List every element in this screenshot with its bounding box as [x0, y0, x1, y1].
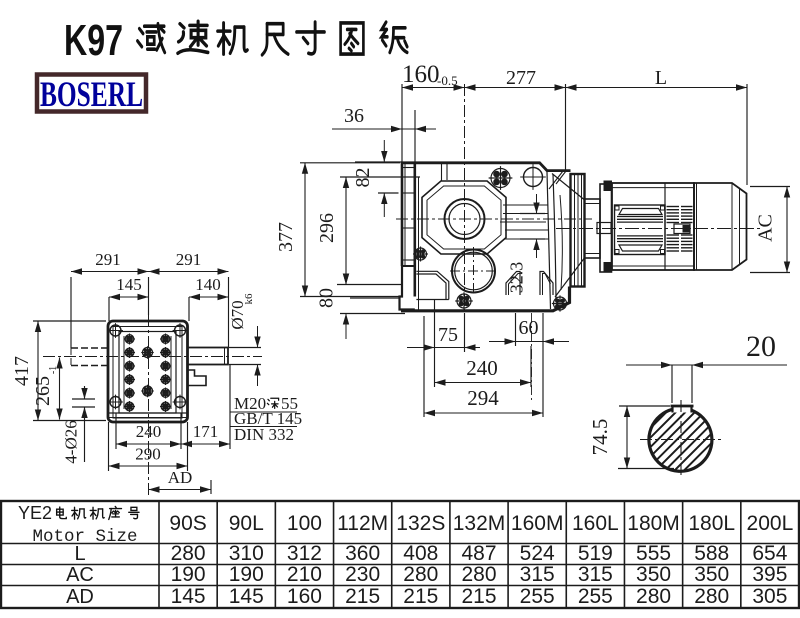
svg-text:140: 140 [195, 275, 221, 294]
svg-text:240: 240 [466, 356, 498, 380]
svg-text:BOSERL: BOSERL [40, 74, 143, 114]
svg-text:255: 255 [520, 585, 555, 608]
svg-text:280: 280 [461, 563, 496, 586]
svg-text:20: 20 [746, 330, 776, 363]
svg-text:32.3: 32.3 [507, 262, 527, 294]
svg-text:277: 277 [506, 67, 536, 89]
svg-text:265: 265 [32, 376, 54, 406]
svg-text:74.5: 74.5 [588, 419, 612, 456]
svg-text:-1: -1 [48, 366, 59, 374]
svg-text:GB/T 145: GB/T 145 [234, 409, 302, 428]
svg-text:200L: 200L [747, 512, 794, 535]
svg-text:180L: 180L [688, 512, 735, 535]
svg-text:L: L [74, 543, 85, 565]
svg-text:90S: 90S [169, 512, 206, 535]
svg-text:417: 417 [11, 356, 33, 386]
svg-text:160L: 160L [572, 512, 619, 535]
svg-text:294: 294 [467, 386, 499, 410]
svg-text:YE2: YE2 [18, 503, 52, 523]
svg-text:K97: K97 [64, 16, 123, 65]
svg-text:AC: AC [66, 564, 94, 586]
svg-text:291: 291 [176, 250, 202, 269]
svg-text:255: 255 [578, 585, 613, 608]
svg-text:312: 312 [287, 542, 322, 565]
svg-text:654: 654 [752, 542, 787, 565]
svg-text:350: 350 [636, 563, 671, 586]
svg-text:395: 395 [752, 563, 787, 586]
svg-text:215: 215 [403, 585, 438, 608]
svg-text:60: 60 [519, 317, 539, 339]
svg-text:132M: 132M [453, 512, 506, 535]
svg-text:145: 145 [116, 275, 142, 294]
svg-text:215: 215 [345, 585, 380, 608]
svg-text:280: 280 [171, 542, 206, 565]
svg-text:555: 555 [636, 542, 671, 565]
svg-text:280: 280 [636, 585, 671, 608]
svg-text:36: 36 [344, 105, 364, 127]
svg-text:519: 519 [578, 542, 613, 565]
svg-text:AD: AD [168, 468, 193, 487]
svg-text:145: 145 [171, 585, 206, 608]
svg-text:377: 377 [275, 222, 297, 252]
svg-text:240: 240 [136, 422, 162, 441]
svg-text:215: 215 [461, 585, 496, 608]
svg-text:280: 280 [403, 563, 438, 586]
svg-text:280: 280 [694, 585, 729, 608]
svg-text:315: 315 [578, 563, 613, 586]
svg-text:190: 190 [229, 563, 264, 586]
svg-text:487: 487 [461, 542, 496, 565]
svg-text:AD: AD [66, 586, 94, 608]
svg-text:310: 310 [229, 542, 264, 565]
svg-text:AC: AC [755, 214, 777, 242]
svg-text:350: 350 [694, 563, 729, 586]
svg-text:210: 210 [287, 563, 322, 586]
svg-text:75: 75 [438, 324, 458, 346]
svg-text:315: 315 [520, 563, 555, 586]
svg-text:100: 100 [287, 512, 322, 535]
svg-text:M20: M20 [234, 394, 266, 413]
svg-text:4-Ø26: 4-Ø26 [62, 420, 81, 463]
svg-text:305: 305 [752, 585, 787, 608]
svg-text:190: 190 [171, 563, 206, 586]
svg-text:408: 408 [403, 542, 438, 565]
svg-text:80: 80 [316, 288, 338, 308]
svg-text:Motor Size: Motor Size [32, 527, 137, 547]
svg-text:230: 230 [345, 563, 380, 586]
svg-text:296: 296 [316, 213, 338, 243]
svg-text:145: 145 [229, 585, 264, 608]
svg-text:588: 588 [694, 542, 729, 565]
svg-text:Ø70: Ø70 [228, 300, 247, 329]
svg-text:180M: 180M [627, 512, 680, 535]
svg-text:160: 160 [287, 585, 322, 608]
svg-text:524: 524 [520, 542, 555, 565]
svg-text:-0.5: -0.5 [437, 73, 458, 88]
svg-text:171: 171 [193, 422, 219, 441]
svg-text:L: L [655, 67, 667, 89]
svg-text:290: 290 [135, 445, 161, 464]
svg-text:90L: 90L [229, 512, 264, 535]
svg-text:160: 160 [402, 61, 440, 88]
svg-text:291: 291 [95, 250, 121, 269]
svg-text:160M: 160M [511, 512, 564, 535]
svg-text:55: 55 [281, 394, 298, 413]
svg-text:112M: 112M [337, 512, 388, 535]
svg-text:k6: k6 [243, 293, 255, 305]
svg-text:132S: 132S [396, 512, 445, 535]
svg-text:DIN 332: DIN 332 [234, 425, 294, 444]
svg-text:360: 360 [345, 542, 380, 565]
